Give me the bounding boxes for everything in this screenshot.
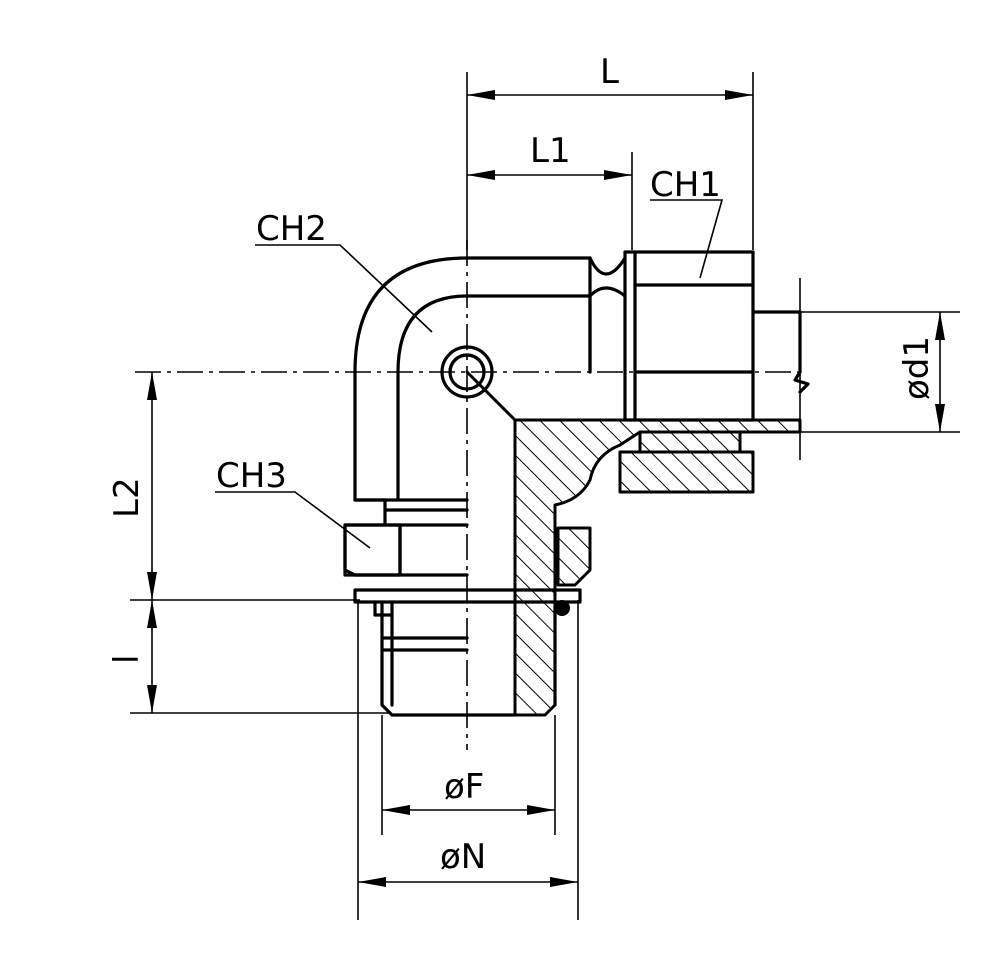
threaded-stud xyxy=(380,600,517,717)
tube-break xyxy=(793,370,810,394)
section-wall xyxy=(465,370,802,717)
dim-F-label: øF xyxy=(444,767,484,807)
ch1-nut xyxy=(623,250,755,422)
ch2-leader xyxy=(255,244,433,333)
dim-d1-arrow-top xyxy=(935,312,945,340)
washer xyxy=(353,588,582,604)
neck-groove xyxy=(588,256,627,374)
dim-l-label: l xyxy=(107,655,147,664)
ch3-label: CH3 xyxy=(216,456,287,496)
section-ch3-nut xyxy=(556,526,592,587)
ch2-label: CH2 xyxy=(256,209,327,249)
section-nut-ring xyxy=(618,450,755,494)
dim-N-arrow-right xyxy=(550,877,578,887)
dim-d1-label: ød1 xyxy=(897,336,937,400)
dimensions: L L1 CH1 CH2 CH3 ød1 L2 l xyxy=(107,52,960,920)
dim-F-arrow-right xyxy=(527,805,555,815)
ch1-label: CH1 xyxy=(650,165,721,205)
plug-outer-circle xyxy=(440,345,494,399)
tube-top xyxy=(751,310,802,374)
dim-d1-arrow-bottom xyxy=(935,404,945,432)
elbow-outer-contour xyxy=(353,256,592,502)
leaders xyxy=(215,199,724,549)
section-ferrule xyxy=(638,430,742,454)
dim-L2-arrow-top xyxy=(147,372,157,400)
elbow-inner-contour xyxy=(396,294,592,502)
dim-L-label: L xyxy=(600,52,619,92)
dim-L2-arrow-bottom xyxy=(147,572,157,600)
dim-L-arrow-right xyxy=(725,90,753,100)
dim-N-label: øN xyxy=(440,837,486,877)
dim-L1-label: L1 xyxy=(530,131,571,171)
stud-undercut xyxy=(373,600,394,617)
ch3-nut-hex xyxy=(343,523,402,577)
dim-L2-label: L2 xyxy=(107,477,147,518)
dim-L1-arrow-right xyxy=(604,170,632,180)
ch1-leader xyxy=(650,199,724,279)
dim-L1-arrow-left xyxy=(467,170,495,180)
dim-F-arrow-left xyxy=(382,805,410,815)
dim-l-arrow-top xyxy=(147,600,157,628)
plug-arc xyxy=(448,353,486,374)
dim-l-arrow-bottom xyxy=(147,685,157,713)
ch3-leader xyxy=(215,491,371,549)
o-ring xyxy=(554,600,570,616)
elbow-body xyxy=(343,250,810,717)
dim-L-arrow-left xyxy=(467,90,495,100)
dim-N-arrow-left xyxy=(358,877,386,887)
